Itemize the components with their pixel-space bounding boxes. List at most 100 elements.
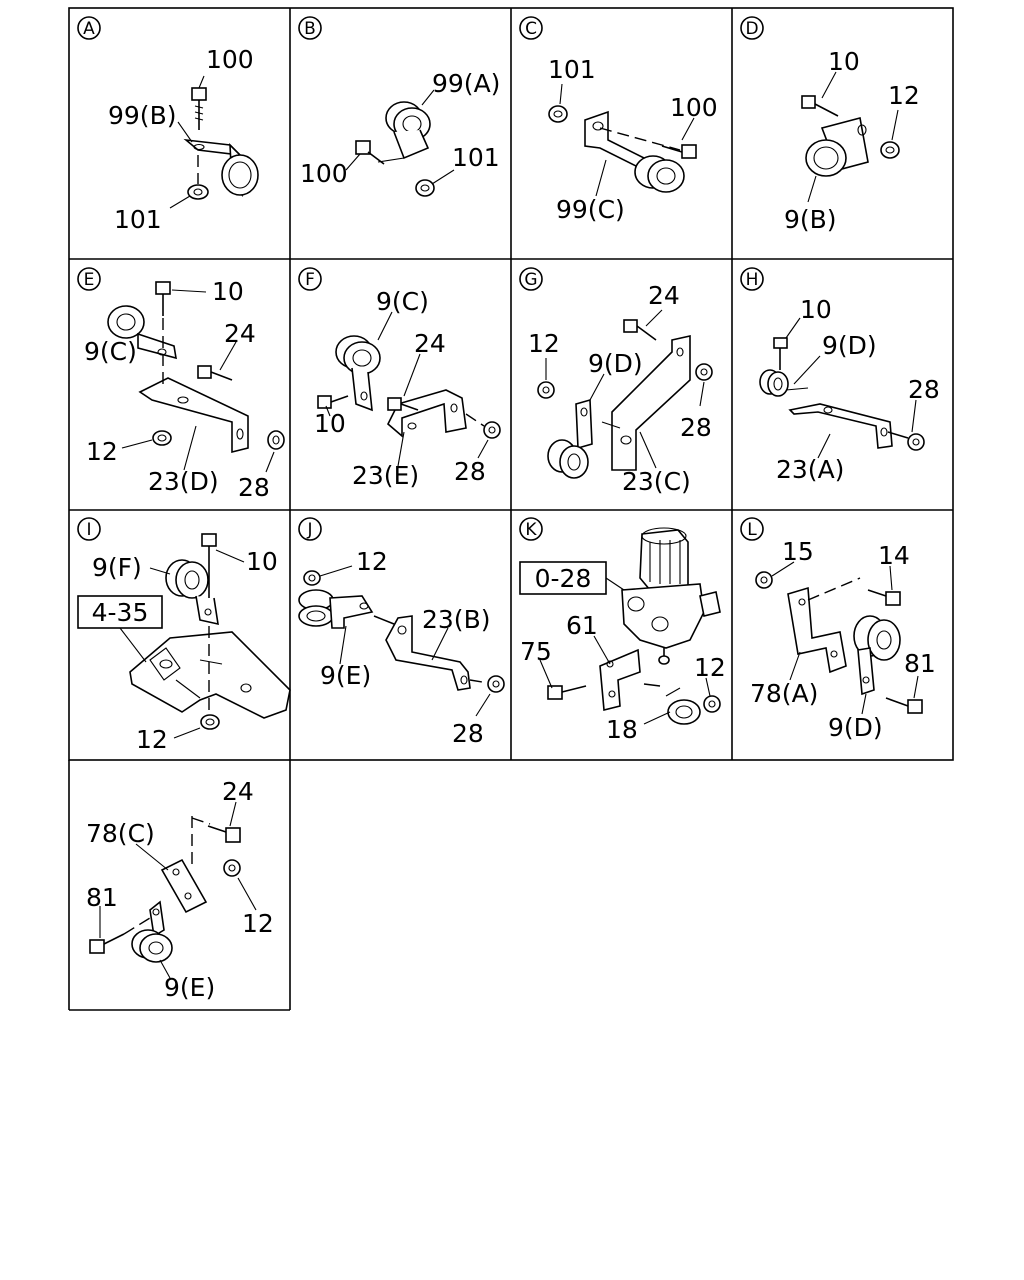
svg-text:D: D [745,19,758,39]
callout-label: 12 [694,653,726,682]
callout-label: 14 [878,541,910,570]
nut-28-drawing [469,675,505,693]
callout-label: 28 [908,375,940,404]
svg-text:F: F [305,270,315,290]
panel-c-badge: C [519,16,543,40]
panel-f-badge: F [298,267,322,291]
callout-label: 15 [782,537,814,566]
svg-text:B: B [304,19,316,39]
callout-label: 23(C) [622,467,691,496]
bolt-10-drawing [801,95,839,117]
clip-9b-drawing [805,117,869,177]
callout-label: 61 [566,611,598,640]
callout-label: 100 [206,45,254,74]
reference-label: 0-28 [535,564,592,593]
panel-c: C 101 100 99(C) [519,16,718,224]
callout-label: 23(E) [352,461,419,490]
nut-101-drawing [415,179,435,197]
svg-text:L: L [747,520,757,540]
callout-label: 10 [314,409,346,438]
callout-label: 23(A) [776,455,844,484]
callout-label: 12 [86,437,118,466]
svg-text:H: H [746,270,759,290]
nut-12-drawing [200,714,220,730]
svg-text:I: I [86,520,91,540]
callout-label: 24 [224,319,256,348]
bracket-23a-drawing [788,403,893,449]
bracket-78c-drawing [160,816,211,914]
svg-text:K: K [525,520,537,540]
callout-label: 12 [888,81,920,110]
bolt-81-drawing [89,917,151,954]
nut-15-drawing [755,571,773,589]
callout-label: 23(D) [148,467,219,496]
callout-label: 81 [904,649,936,678]
callout-label: 75 [520,637,552,666]
bolt-81-drawing [885,697,923,714]
panel-l: L 15 14 [740,517,936,742]
callout-label: 9(C) [84,337,137,366]
panel-m: 24 78(C) 81 12 9(E) [86,777,274,1002]
svg-text:J: J [306,520,312,540]
svg-text:A: A [83,19,95,39]
callout-label: 100 [670,93,718,122]
panel-g: G 24 12 [519,267,713,496]
callout-label: 9(E) [164,973,215,1002]
callout-label: 10 [246,547,278,576]
bolt-24-drawing [387,397,419,411]
panel-grid [68,7,954,1011]
bolt-14-drawing [867,589,901,606]
callout-label: 12 [242,909,274,938]
callout-label: 101 [452,143,500,172]
panel-e-badge: E [77,267,101,291]
callout-label: 24 [414,329,446,358]
nut-12-drawing [880,141,900,159]
callout-label: 12 [136,725,168,754]
callout-label: 9(B) [784,205,837,234]
clip-18-drawing [643,683,701,725]
clip-9d-drawing [547,398,593,479]
bolt-100-drawing [191,87,207,130]
bolt-28-drawing [887,431,925,451]
bolt-side-drawing [373,615,395,625]
clip-9c-drawing [335,335,381,412]
bolt-10-drawing [155,281,171,390]
callout-label: 9(F) [92,553,142,582]
callout-label: 23(B) [422,605,490,634]
bracket-23e-drawing [387,389,467,438]
callout-label: 78(A) [750,679,818,708]
bracket-23d-drawing [138,377,249,454]
panel-i-badge: I [77,517,101,541]
svg-text:E: E [84,270,95,290]
panel-a: A 100 99(B) 101 [77,16,259,234]
nut-28-drawing [695,363,713,381]
panel-j-badge: J [298,517,322,541]
panel-j: J 12 23(B) 9(E) [298,517,505,748]
panel-b-badge: B [298,16,322,40]
panel-k: K [519,517,726,744]
bolt-10-drawing [201,533,217,710]
ref-box-4-35: 4-35 [77,595,163,629]
bolt-10-drawing [317,395,349,409]
callout-label: 9(E) [320,661,371,690]
bolt-24-drawing [197,365,233,381]
bracket-23b-drawing [385,615,471,691]
svg-text:C: C [525,19,537,39]
nut-28-drawing [465,413,501,439]
callout-label: 99(A) [432,69,500,98]
callout-label: 101 [548,55,596,84]
callout-label: 28 [680,413,712,442]
bracket-78a-drawing [787,577,861,674]
bracket-23c-drawing [611,335,691,471]
nut-12-drawing [152,430,172,446]
clip-99b-drawing [183,138,259,198]
clip-9c-drawing [107,305,177,360]
callout-label: 24 [648,281,680,310]
callout-label: 10 [212,277,244,306]
panel-i: I 4-35 [77,517,291,754]
nut-12-drawing [223,859,241,877]
bolt-100-drawing [661,144,697,159]
bolt-10-drawing [773,337,788,370]
callout-label: 12 [528,329,560,358]
